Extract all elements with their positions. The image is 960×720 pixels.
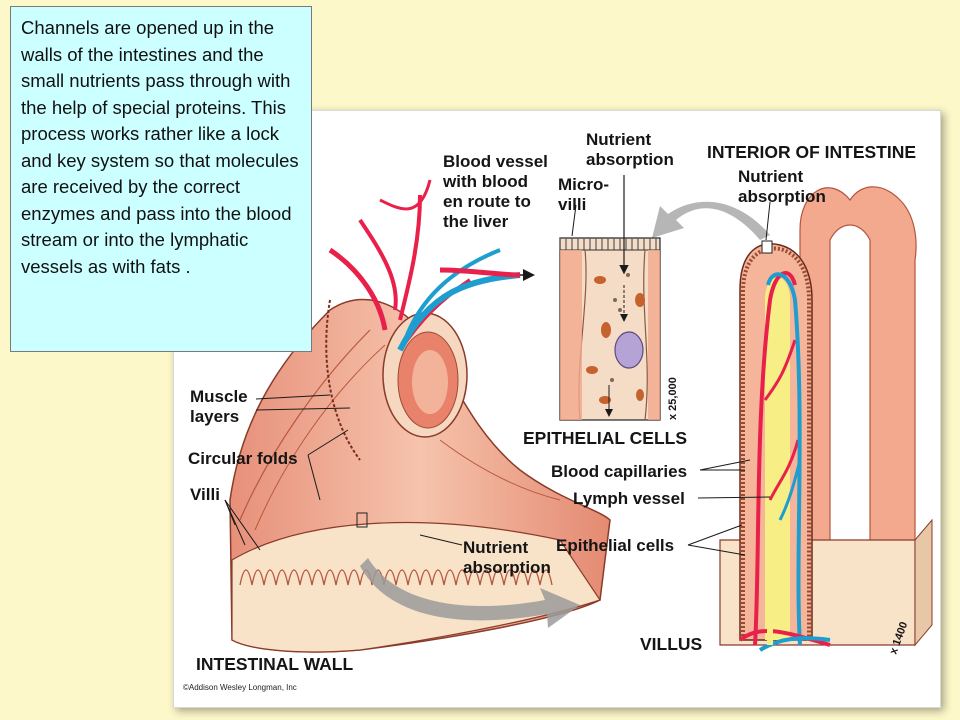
svg-text:Nutrient absorption: Nutrient absorption (738, 167, 826, 206)
label-intestinal-wall: INTESTINAL WALL (196, 654, 353, 674)
label-microvilli-2: villi (558, 195, 586, 214)
svg-text:Nutrient absorption: Nutrient absorption (586, 130, 674, 169)
villus-illustration (719, 186, 933, 652)
label-microvilli-1: Micro- (558, 175, 609, 194)
svg-text:Muscle layers: Muscle layers (190, 387, 252, 426)
label-interior-of-intestine: INTERIOR OF INTESTINE (707, 142, 916, 162)
label-blood-vessel-2: with blood (442, 172, 528, 191)
label-nutrient-absorption-bottom-2: absorption (463, 558, 551, 577)
intestinal-wall-illustration (229, 179, 611, 653)
label-villus: VILLUS (640, 634, 702, 654)
leader-lines (224, 201, 771, 556)
label-magnification-25000: x 25,000 (667, 377, 679, 420)
label-circular-folds: Circular folds (188, 449, 298, 468)
svg-text:Micro- villi: Micro- villi (558, 175, 614, 214)
copyright-text: ©Addison Wesley Longman, Inc (183, 683, 297, 692)
label-muscle-layers-2: layers (190, 407, 239, 426)
gray-arrow-top (652, 201, 770, 240)
label-nutrient-absorption-bottom-1: Nutrient (463, 538, 529, 557)
label-epithelial-cells: Epithelial cells (556, 536, 674, 555)
label-lymph-vessel: Lymph vessel (573, 489, 685, 508)
label-blood-vessel-4: the liver (443, 212, 509, 231)
label-blood-vessel-3: en route to (443, 192, 531, 211)
label-interior-nutrient-2: absorption (738, 187, 826, 206)
label-muscle-layers-1: Muscle (190, 387, 248, 406)
epithelial-cells-illustration (559, 175, 661, 421)
label-blood-capillaries: Blood capillaries (551, 462, 687, 481)
label-villi: Villi (190, 485, 220, 504)
caption-text: Channels are opened up in the walls of t… (21, 17, 299, 277)
label-interior-nutrient-1: Nutrient (738, 167, 804, 186)
diagram-labels: Blood vessel with blood en route to the … (183, 130, 916, 692)
label-nutrient-absorption-top-2: absorption (586, 150, 674, 169)
svg-text:Nutrient absorption: Nutrient absorption (463, 538, 551, 577)
label-nutrient-absorption-top-1: Nutrient (586, 130, 652, 149)
gray-arrow-bottom (360, 558, 580, 628)
label-epithelial-cells-title: EPITHELIAL CELLS (523, 428, 687, 448)
label-blood-vessel-1: Blood vessel (443, 152, 548, 171)
caption-box: Channels are opened up in the walls of t… (10, 6, 312, 352)
svg-text:Blood vessel with blood: Blood vessel with blood en route to the … (442, 152, 553, 231)
